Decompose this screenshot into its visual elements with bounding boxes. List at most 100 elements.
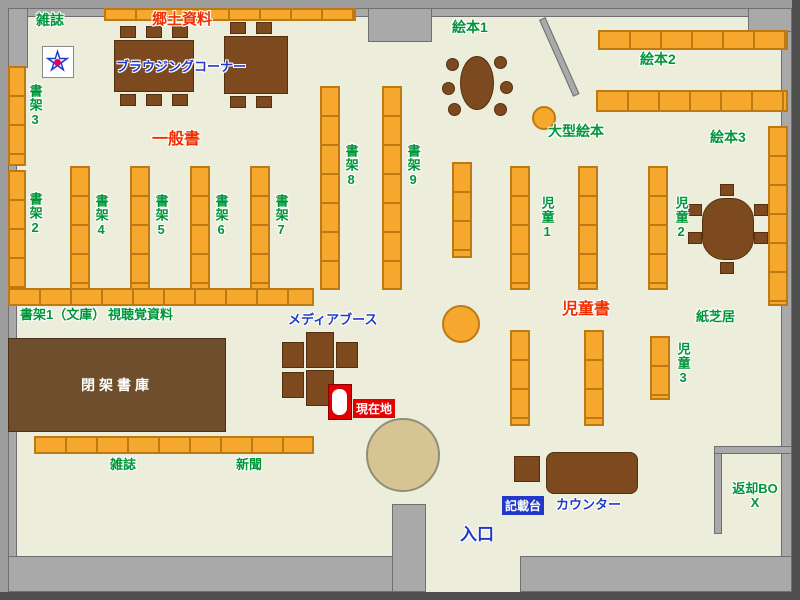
label-shelf-5: 書架5 <box>153 194 169 238</box>
closed-stacks-room: 閉架書庫 <box>8 338 226 432</box>
chair <box>172 26 188 38</box>
outer-shadow-right <box>792 0 800 600</box>
shelf-children-low-2 <box>584 330 604 426</box>
media-booth-unit <box>306 332 334 368</box>
label-return-box: 返却BOX <box>732 481 778 510</box>
shelf-bookcase-6 <box>190 166 210 290</box>
counter-desk <box>546 452 638 494</box>
shelf-bookcase-7 <box>250 166 270 290</box>
label-picture-book-2: 絵本2 <box>640 51 676 67</box>
shelf-children-2 <box>648 166 668 290</box>
label-browsing-corner: ブラウジングコーナー <box>116 59 247 74</box>
label-shelf-4: 書架4 <box>93 194 109 238</box>
shelf-bookcase-8 <box>320 86 340 290</box>
media-booth-unit <box>282 342 304 368</box>
chair <box>120 26 136 38</box>
shelf-wall-left-upper <box>8 66 26 166</box>
label-shelf-8: 書架8 <box>343 144 359 188</box>
media-booth-unit <box>336 342 358 368</box>
chair <box>256 22 272 34</box>
chair <box>230 22 246 34</box>
chair <box>446 58 459 71</box>
media-booth-unit <box>282 372 304 398</box>
form-stand <box>514 456 540 482</box>
shelf-wall-right <box>768 126 788 306</box>
label-picture-book-3: 絵本3 <box>710 129 746 145</box>
chair <box>754 232 768 244</box>
label-large-picture-books: 大型絵本 <box>548 123 604 139</box>
browsing-table-2 <box>224 36 288 94</box>
shelf-wall-left-lower <box>8 170 26 292</box>
form-stand-badge: 記載台 <box>502 496 545 515</box>
shelf-picture-books-3 <box>596 90 788 112</box>
chair <box>120 94 136 106</box>
shelf-bunko-audiovisual <box>8 288 314 306</box>
media-booth-current-unit-inner <box>332 389 347 415</box>
shelf-children-low-1 <box>510 330 530 426</box>
shelf-bookcase-4 <box>70 166 90 290</box>
wall-bottom-left <box>8 556 394 592</box>
wall-corner-top-right <box>748 8 792 32</box>
shelf-children-3 <box>650 336 670 400</box>
label-children-3: 児童3 <box>675 342 691 386</box>
label-media-booth: メディアブース <box>288 312 378 327</box>
chair <box>172 94 188 106</box>
chair <box>442 82 455 95</box>
chair <box>448 103 461 116</box>
chair <box>754 204 768 216</box>
round-seat-center <box>442 305 480 343</box>
chair <box>256 96 272 108</box>
chair <box>146 94 162 106</box>
shelf-local-materials <box>104 8 356 21</box>
children-reading-table <box>702 198 754 260</box>
shelf-children-short <box>452 162 472 258</box>
round-pillar-entrance <box>366 418 440 492</box>
chair <box>494 56 507 69</box>
label-audiovisual: 視聴覚資料 <box>108 307 174 322</box>
label-magazines-top: 雑誌 <box>36 12 64 28</box>
chair <box>720 184 734 196</box>
label-shelf-3: 書架3 <box>27 84 43 128</box>
chair <box>230 96 246 108</box>
magazine-star-icon <box>42 46 74 78</box>
wall-pillar-entrance <box>392 504 426 592</box>
picture-book-table <box>460 56 494 110</box>
chair <box>146 26 162 38</box>
round-seat-large-picture-books <box>532 106 556 130</box>
label-shelf-1-bunko: 書架1（文庫） <box>20 307 106 322</box>
shelf-bookcase-5 <box>130 166 150 290</box>
shelf-magazines-newspapers <box>34 436 314 454</box>
label-shelf-9: 書架9 <box>405 144 421 188</box>
chair <box>494 103 507 116</box>
star-center-dot <box>54 59 61 66</box>
chair <box>500 81 513 94</box>
browsing-table-1 <box>114 40 194 92</box>
shelf-bookcase-9 <box>382 86 402 290</box>
shelf-children-1 <box>510 166 530 290</box>
label-magazines-bottom: 雑誌 <box>110 457 137 472</box>
media-booth-current-unit <box>328 384 352 420</box>
closed-stacks-label: 閉架書庫 <box>81 377 153 393</box>
wall-corner-top-left <box>8 8 28 68</box>
wall-pillar-top <box>368 8 432 42</box>
shelf-picture-books-2 <box>598 30 788 50</box>
wall-bottom-right <box>520 556 792 592</box>
label-entrance: 入口 <box>460 525 494 544</box>
outer-shadow-bottom <box>0 592 800 600</box>
current-location-badge: 現在地 <box>353 399 396 418</box>
label-children-books: 児童書 <box>562 301 611 318</box>
label-shelf-7: 書架7 <box>273 194 289 238</box>
label-shelf-6: 書架6 <box>213 194 229 238</box>
chair <box>720 262 734 274</box>
label-general-books: 一般書 <box>152 131 201 148</box>
label-picture-book-1: 絵本1 <box>452 19 488 35</box>
label-kamishibai: 紙芝居 <box>696 309 736 324</box>
label-counter: カウンター <box>556 497 622 512</box>
label-local-materials: 郷土資料 <box>152 11 213 28</box>
label-children-2: 児童2 <box>673 196 689 240</box>
label-newspapers: 新聞 <box>236 457 263 472</box>
label-children-1: 児童1 <box>539 196 555 240</box>
chair <box>688 232 702 244</box>
shelf-children-mid <box>578 166 598 290</box>
